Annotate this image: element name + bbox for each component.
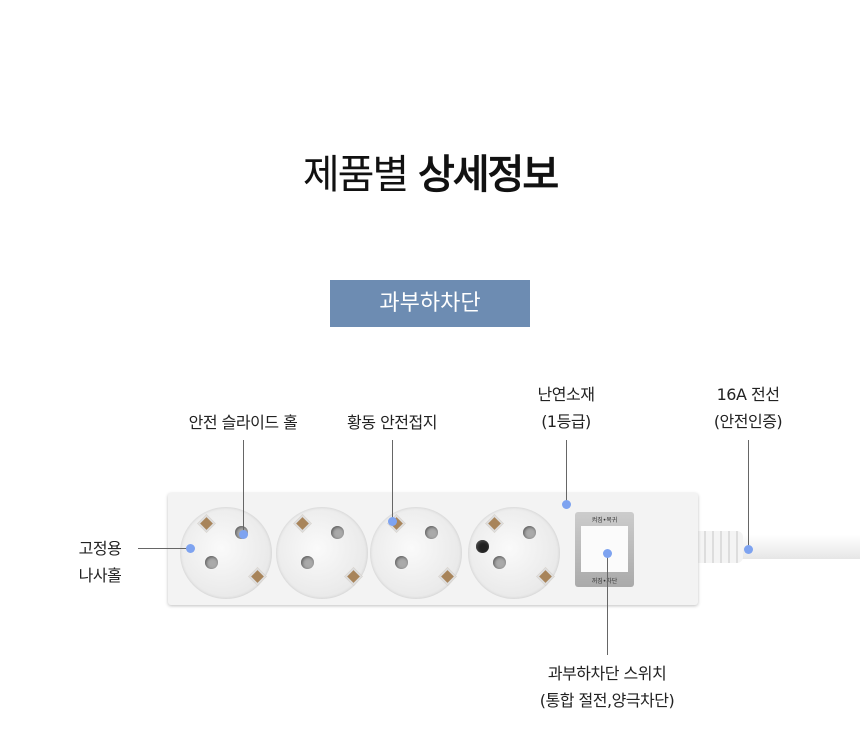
marker-dot <box>562 500 571 509</box>
page-title: 제품별 상세정보 <box>0 142 860 200</box>
socket-1 <box>180 507 272 599</box>
marker-dot <box>239 530 248 539</box>
label-brass-ground: 황동 안전접지 <box>347 413 437 432</box>
overload-switch: 켜짐•복귀 꺼짐•차단 <box>575 512 634 587</box>
switch-label-on: 켜짐•복귀 <box>591 517 618 524</box>
label-line: 과부하차단 스위치 <box>547 664 667 683</box>
label-line: (1등급) <box>541 412 591 431</box>
label-line: (통합 절전,양극차단) <box>539 691 675 710</box>
cord-strain-relief <box>698 531 743 563</box>
label-line: 고정용 <box>78 539 122 558</box>
callout-line <box>566 440 567 504</box>
socket-3 <box>370 507 462 599</box>
switch-label-off: 꺼짐•차단 <box>591 578 618 585</box>
callout-line <box>607 553 608 655</box>
label-line: (안전인증) <box>713 412 783 431</box>
label-cable: 16A 전선 (안전인증) <box>688 381 808 435</box>
title-bold: 상세정보 <box>417 152 559 198</box>
label-line: 16A 전선 <box>716 385 780 404</box>
section-badge: 과부하차단 <box>330 280 530 327</box>
callout-line <box>748 440 749 548</box>
label-line: 나사홀 <box>78 566 122 585</box>
callout-line <box>392 440 393 520</box>
title-regular: 제품별 <box>302 152 409 198</box>
callout-line <box>138 548 190 549</box>
marker-dot <box>186 544 195 553</box>
socket-4 <box>468 507 560 599</box>
socket-2 <box>276 507 368 599</box>
label-flame-retardant: 난연소재 (1등급) <box>506 381 626 435</box>
marker-dot <box>744 545 753 554</box>
marker-dot <box>388 517 397 526</box>
label-line: 난연소재 <box>537 385 595 404</box>
label-safety-slide-hole: 안전 슬라이드 홀 <box>188 413 298 432</box>
label-overload-switch: 과부하차단 스위치 (통합 절전,양극차단) <box>497 660 717 714</box>
marker-dot <box>603 549 612 558</box>
callout-line <box>243 440 244 533</box>
